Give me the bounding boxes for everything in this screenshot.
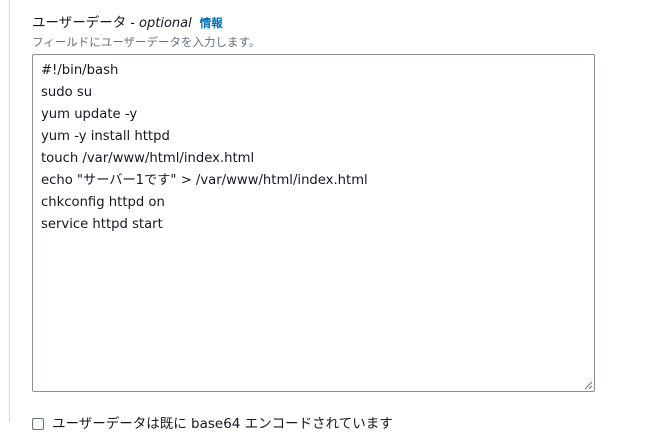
base64-checkbox[interactable] [32, 418, 44, 430]
code-line-6: echo "サーバー1です" > /var/www/html/index.htm… [41, 173, 368, 188]
user-data-field: ユーザーデータ - optional 情報 フィールドにユーザーデータを入力しま… [32, 14, 632, 432]
optional-marker: - optional [130, 16, 192, 31]
info-link[interactable]: 情報 [199, 16, 223, 30]
resize-grip-icon[interactable] [584, 381, 593, 390]
code-line-7: chkconfig httpd on [41, 195, 165, 210]
panel-left-border [9, 0, 10, 422]
code-line-5: touch /var/www/html/index.html [41, 151, 255, 166]
code-line-8: service httpd start [41, 217, 163, 232]
user-data-textarea[interactable]: #!/bin/bash sudo su yum update -y yum -y… [32, 54, 595, 392]
base64-checkbox-label: ユーザーデータは既に base64 エンコードされています [52, 416, 393, 432]
user-data-description: フィールドにユーザーデータを入力します。 [32, 35, 261, 49]
code-line-2: sudo su [41, 85, 93, 100]
code-line-3: yum update -y [41, 107, 138, 122]
code-line-4: yum -y install httpd [41, 129, 170, 144]
user-data-label-row: ユーザーデータ - optional 情報 [32, 14, 632, 32]
base64-checkbox-row[interactable]: ユーザーデータは既に base64 エンコードされています [32, 416, 393, 432]
code-line-1: #!/bin/bash [41, 63, 119, 78]
user-data-label: ユーザーデータ [32, 15, 127, 31]
